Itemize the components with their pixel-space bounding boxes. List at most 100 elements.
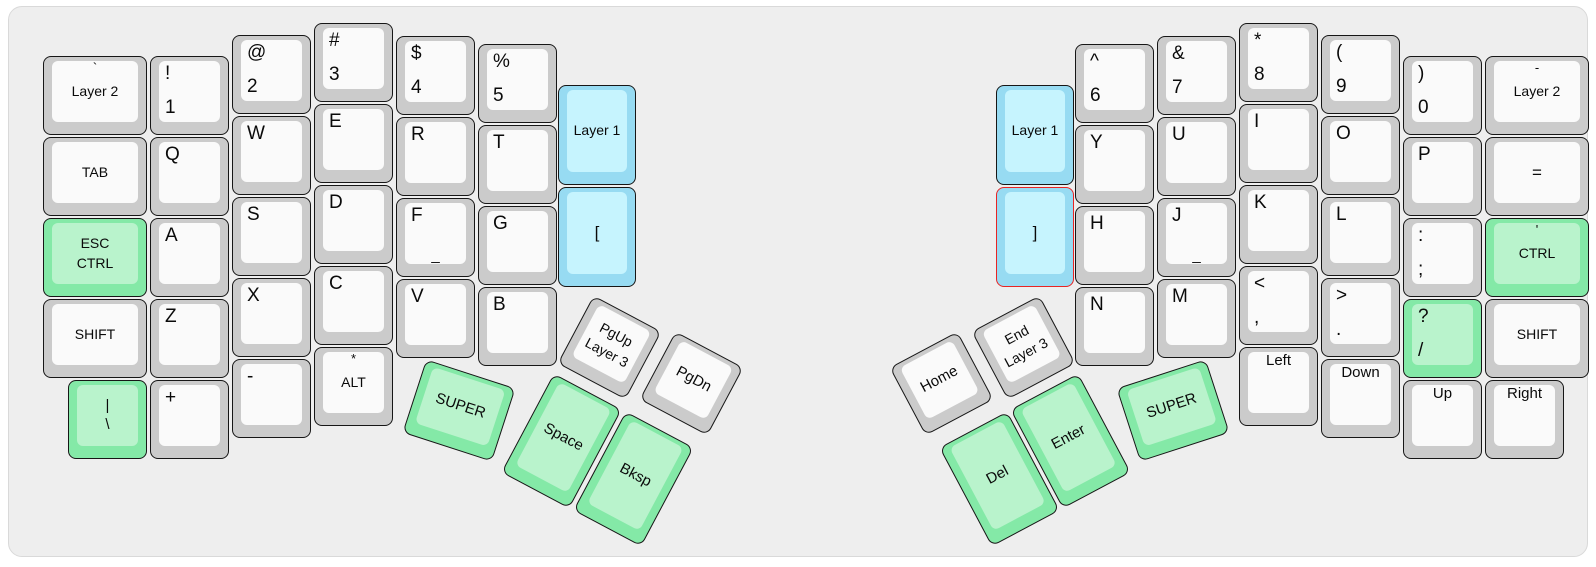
key-legend: M (1172, 286, 1188, 307)
key-legend: T (493, 132, 505, 153)
key-q[interactable]: Q (150, 137, 229, 216)
key-lessthan-comma[interactable]: <, (1239, 266, 1318, 345)
key-t[interactable]: T (478, 125, 557, 204)
key-e[interactable]: E (314, 104, 393, 183)
key-asterisk-alt[interactable]: *ALT (314, 347, 393, 426)
key-legend: 0 (1418, 97, 1429, 119)
keycap-top: <, (1248, 271, 1309, 332)
key-asterisk-8[interactable]: *8 (1239, 23, 1318, 102)
key-tab[interactable]: TAB (43, 137, 147, 216)
key-f[interactable]: F_ (396, 198, 475, 277)
key-right-arrow[interactable]: Right (1485, 380, 1564, 459)
keycap-top: TAB (52, 142, 138, 203)
key-legend-center-group: CTRL (1494, 223, 1580, 284)
key-s[interactable]: S (232, 197, 311, 276)
key-pipe-backslash[interactable]: |\ (68, 380, 147, 459)
key-j[interactable]: J_ (1157, 198, 1236, 277)
key-plus[interactable]: + (150, 380, 229, 459)
key-exclaim-1[interactable]: !1 (150, 56, 229, 135)
key-legend: D (329, 192, 343, 213)
key-legend: X (247, 285, 260, 306)
key-d[interactable]: D (314, 185, 393, 264)
key-pgdn[interactable]: PgDn (639, 331, 744, 436)
key-legend: J (1172, 205, 1182, 226)
keycap-top: Y (1084, 130, 1145, 191)
key-legend: L (1336, 204, 1347, 225)
key-right-bracket[interactable]: ] (996, 187, 1074, 287)
key-percent-5[interactable]: %5 (478, 44, 557, 123)
key-g[interactable]: G (478, 206, 557, 285)
key-w[interactable]: W (232, 116, 311, 195)
key-shift-right[interactable]: SHIFT (1485, 299, 1589, 378)
key-equals[interactable]: = (1485, 137, 1589, 216)
key-v[interactable]: V (396, 279, 475, 358)
keycap-top: Layer 1 (1005, 90, 1065, 172)
key-layer1-right[interactable]: Layer 1 (996, 85, 1074, 185)
key-legend: SHIFT (74, 325, 116, 342)
key-x[interactable]: X (232, 278, 311, 357)
key-layer1-left[interactable]: Layer 1 (558, 85, 636, 185)
key-legend: P (1418, 144, 1431, 165)
key-hash-3[interactable]: #3 (314, 23, 393, 102)
key-amp-7[interactable]: &7 (1157, 36, 1236, 115)
key-n[interactable]: N (1075, 287, 1154, 366)
key-legend: 5 (493, 85, 504, 107)
key-minus-left[interactable]: - (232, 359, 311, 438)
key-legend-center-group: SHIFT (1494, 304, 1580, 365)
key-u[interactable]: U (1157, 117, 1236, 196)
key-legend-center-group: Layer 1 (1005, 90, 1065, 172)
key-legend: # (329, 30, 340, 51)
key-rparen-0[interactable]: )0 (1403, 56, 1482, 135)
key-at-2[interactable]: @2 (232, 35, 311, 114)
key-b[interactable]: B (478, 287, 557, 366)
key-greaterthan-period[interactable]: >. (1321, 278, 1400, 357)
key-dollar-4[interactable]: $4 (396, 36, 475, 115)
key-legend: 3 (329, 64, 340, 86)
key-caret-6[interactable]: ^6 (1075, 44, 1154, 123)
key-colon-semicolon[interactable]: :; (1403, 218, 1482, 297)
key-lparen-9[interactable]: (9 (1321, 35, 1400, 114)
key-l[interactable]: L (1321, 197, 1400, 276)
key-dash-layer2-right[interactable]: -Layer 2 (1485, 56, 1589, 135)
key-h[interactable]: H (1075, 206, 1154, 285)
key-legend: Q (165, 144, 180, 165)
key-a[interactable]: A (150, 218, 229, 297)
key-grave-layer2-left[interactable]: `Layer 2 (43, 56, 147, 135)
key-legend: . (1336, 319, 1342, 341)
key-home[interactable]: Home (889, 331, 994, 436)
keycap-top: Home (899, 340, 980, 420)
keycap-top: O (1330, 121, 1391, 182)
key-p[interactable]: P (1403, 137, 1482, 216)
key-m[interactable]: M (1157, 279, 1236, 358)
key-left-arrow[interactable]: Left (1239, 347, 1318, 426)
key-super-left[interactable]: SUPER (402, 359, 516, 462)
keycap-top: SUPER (414, 366, 506, 447)
key-o[interactable]: O (1321, 116, 1400, 195)
key-legend-center-group: = (1494, 142, 1580, 203)
key-r[interactable]: R (396, 117, 475, 196)
key-legend: Layer 1 (573, 122, 621, 139)
key-legend: 2 (247, 76, 258, 98)
key-shift-left[interactable]: SHIFT (43, 299, 147, 378)
key-k[interactable]: K (1239, 185, 1318, 264)
keycap-top: + (159, 385, 220, 446)
key-z[interactable]: Z (150, 299, 229, 378)
key-legend: B (493, 294, 506, 315)
key-legend: Down (1341, 364, 1380, 381)
key-up-arrow[interactable]: Up (1403, 380, 1482, 459)
key-down-arrow[interactable]: Down (1321, 359, 1400, 438)
key-quote-ctrl[interactable]: 'CTRL (1485, 218, 1589, 297)
key-legend: | (105, 396, 110, 414)
key-c[interactable]: C (314, 266, 393, 345)
key-super-right[interactable]: SUPER (1116, 359, 1230, 462)
key-question-slash[interactable]: ?/ (1403, 299, 1482, 378)
key-left-bracket[interactable]: [ (558, 187, 636, 287)
key-legend: R (411, 124, 425, 145)
key-y[interactable]: Y (1075, 125, 1154, 204)
keycap-top: (9 (1330, 40, 1391, 101)
key-i[interactable]: I (1239, 104, 1318, 183)
key-legend: SHIFT (1516, 325, 1558, 342)
